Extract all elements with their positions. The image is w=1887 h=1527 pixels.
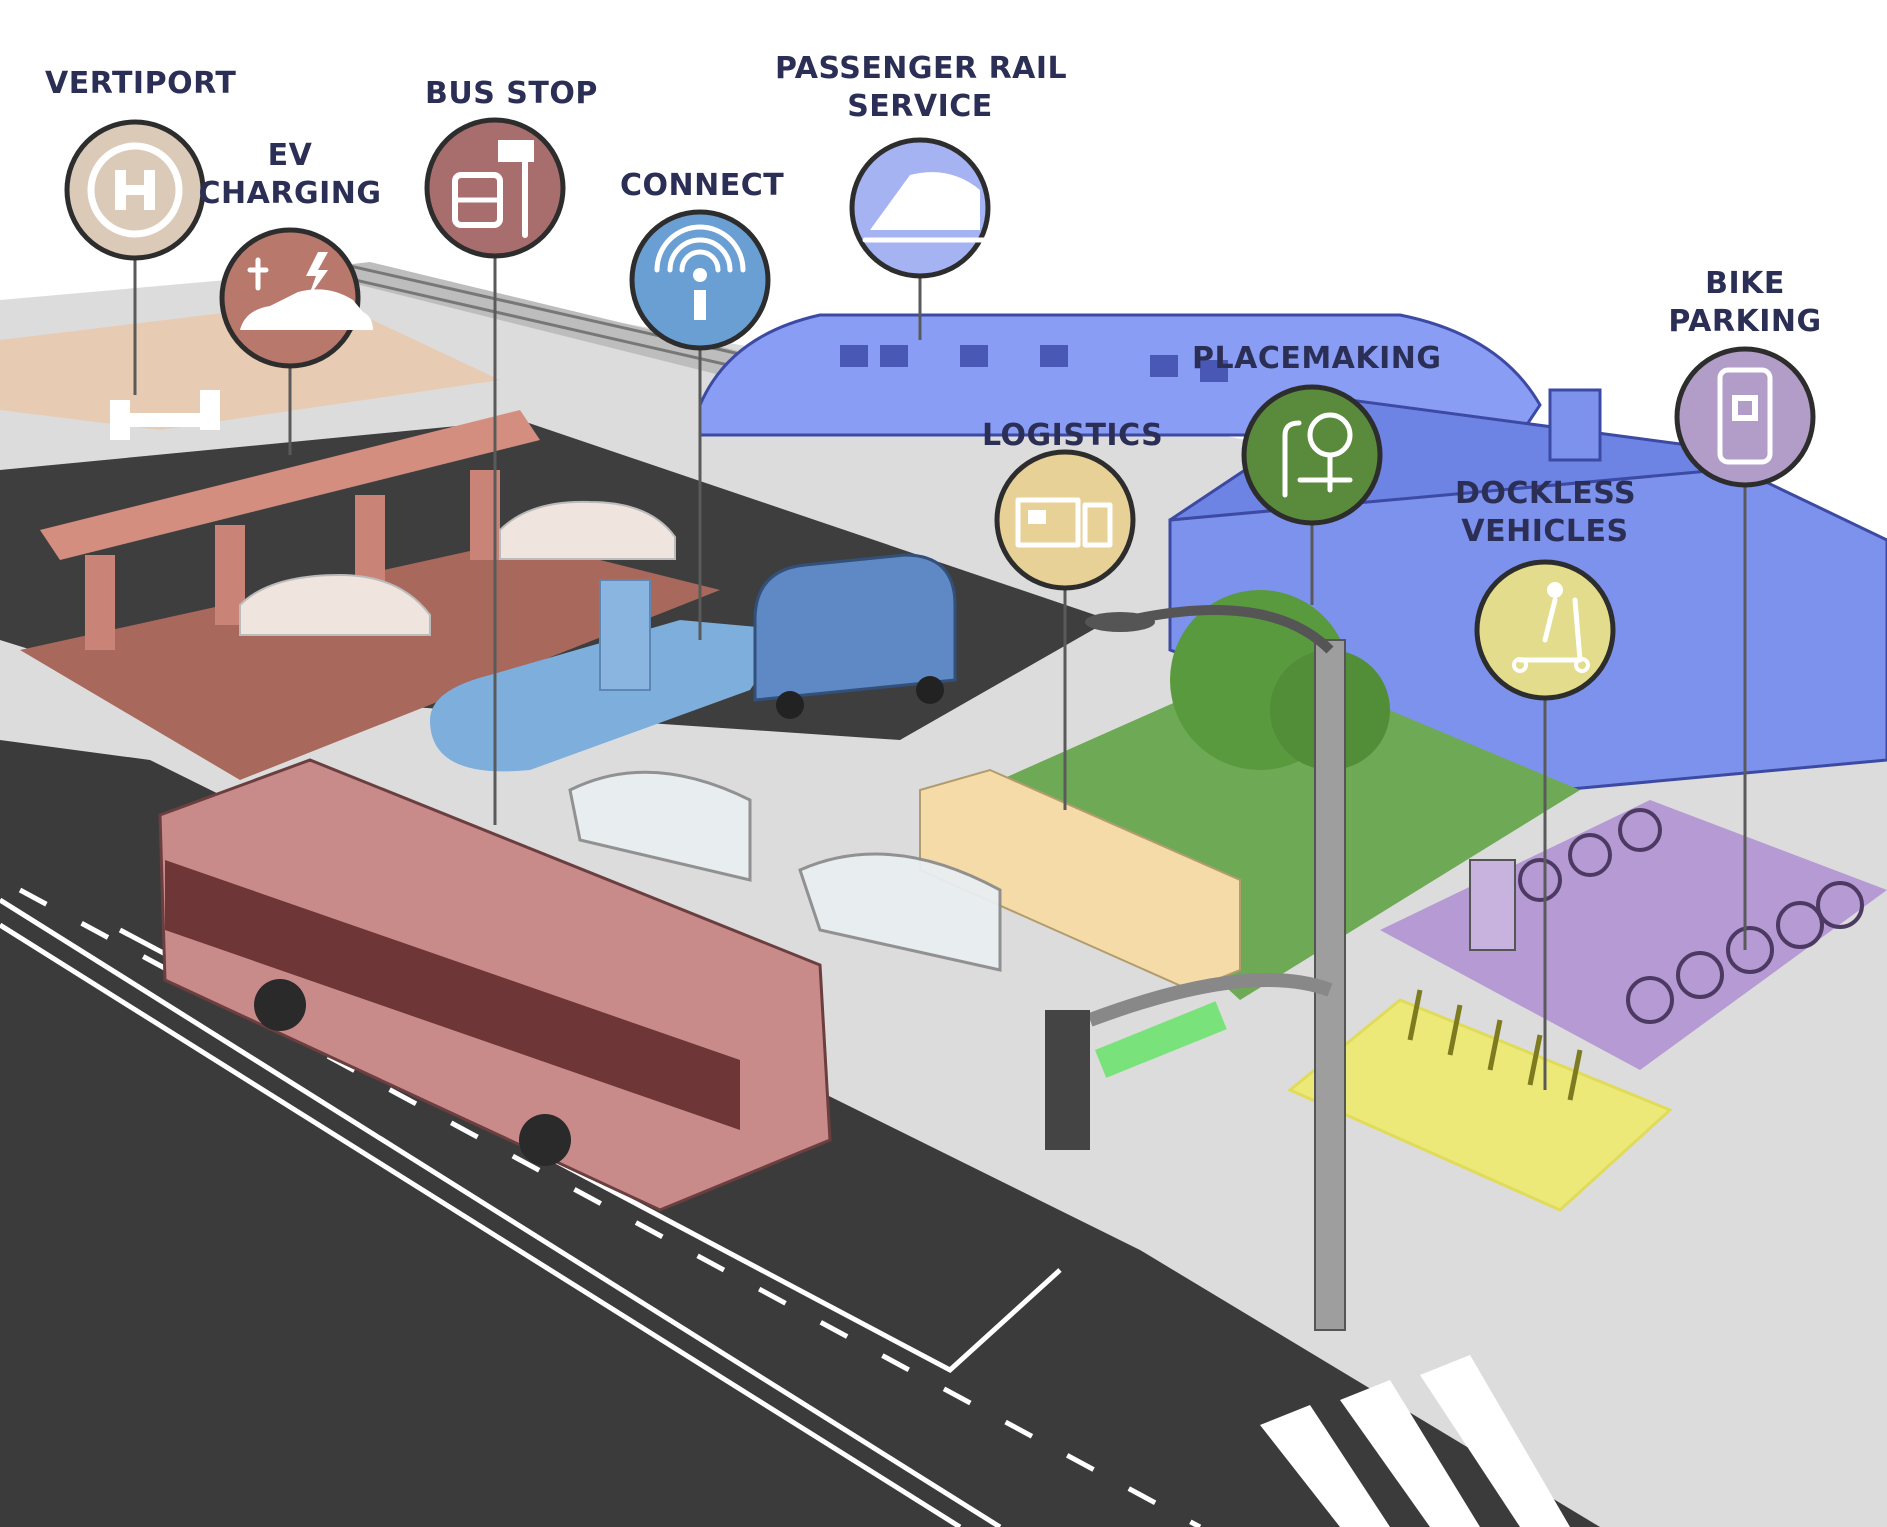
logistics-badge[interactable] bbox=[994, 449, 1136, 591]
bike-parking-label: BIKE PARKING bbox=[1660, 265, 1830, 341]
autonomous-shuttle bbox=[753, 553, 957, 719]
bus bbox=[158, 758, 832, 1212]
bus-stop-label: BUS STOP bbox=[425, 76, 598, 111]
dockless-vehicles-label-line1: DOCKLESS bbox=[1455, 476, 1637, 511]
bike-parking-label-line1: BIKE bbox=[1705, 266, 1785, 301]
dockless-vehicles-badge[interactable] bbox=[1474, 559, 1616, 701]
vertiport-label: VERTIPORT bbox=[45, 66, 237, 101]
ev-charging-label: EV CHARGING bbox=[195, 137, 385, 213]
ev-charging-label-line2: CHARGING bbox=[198, 176, 382, 211]
vertiport-badge[interactable] bbox=[64, 119, 206, 261]
passenger-rail-badge[interactable] bbox=[849, 137, 991, 279]
plug-car-icon bbox=[240, 252, 373, 330]
wireless-info-icon bbox=[654, 224, 746, 320]
dockless-scooter-zone bbox=[1287, 989, 1673, 1212]
leader-lines bbox=[133, 252, 1747, 1090]
ev-charging-label-line1: EV bbox=[267, 138, 313, 173]
dockless-vehicles-label-line2: VEHICLES bbox=[1461, 514, 1629, 549]
helipad-h-icon bbox=[115, 170, 155, 210]
logistics-label: LOGISTICS bbox=[982, 418, 1164, 453]
bus-stop-badge[interactable] bbox=[424, 117, 566, 259]
passenger-rail-label-line2: SERVICE bbox=[847, 89, 993, 124]
crosswalk bbox=[1260, 1355, 1570, 1527]
phone-qr-icon bbox=[1717, 367, 1773, 465]
scooter-icon bbox=[1512, 582, 1590, 673]
ev-charging-area bbox=[20, 410, 720, 780]
dockless-vehicles-label: DOCKLESS VEHICLES bbox=[1455, 475, 1637, 551]
ev-charging-badge[interactable] bbox=[219, 227, 373, 369]
connect-kiosk bbox=[430, 579, 790, 772]
parcel-locker-icon bbox=[1015, 497, 1113, 548]
connect-label: CONNECT bbox=[620, 168, 785, 203]
passenger-rail-label-line1: PASSENGER RAIL bbox=[775, 51, 1068, 86]
street-light-pole bbox=[1045, 605, 1346, 1331]
helipad bbox=[0, 300, 500, 440]
bike-parking-badge[interactable] bbox=[1674, 346, 1816, 488]
bus-shelters bbox=[568, 770, 1002, 972]
placemaking-badge[interactable] bbox=[1241, 384, 1383, 526]
bike-parking-area bbox=[1380, 800, 1887, 1070]
park-icon bbox=[1282, 412, 1353, 498]
train-icon bbox=[862, 172, 988, 243]
placemaking-label: PLACEMAKING bbox=[1192, 341, 1442, 376]
bike-parking-label-line2: PARKING bbox=[1668, 304, 1822, 339]
connect-badge[interactable] bbox=[629, 209, 771, 351]
bus-icon bbox=[452, 140, 534, 238]
passenger-rail-label: PASSENGER RAIL SERVICE bbox=[775, 50, 1068, 126]
